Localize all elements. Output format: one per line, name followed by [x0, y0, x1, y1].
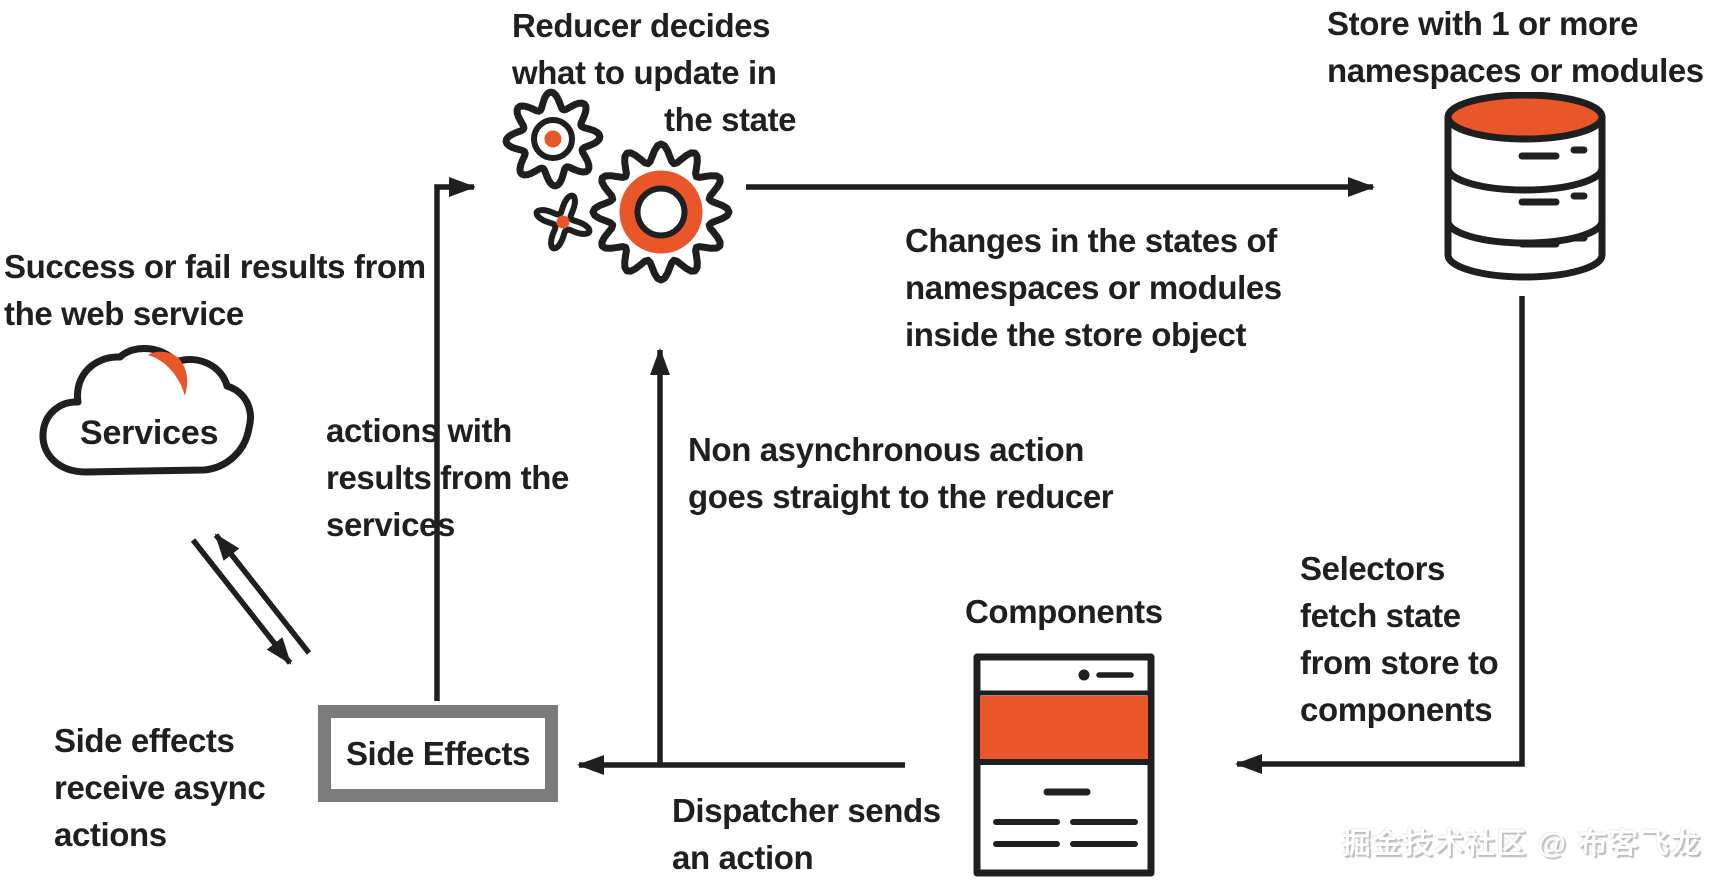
label-line: actions — [54, 816, 167, 853]
label-line: goes straight to the reducer — [688, 478, 1114, 515]
label-line: actions with — [326, 412, 512, 449]
arrow-store-to-components — [1235, 296, 1525, 774]
arrow-cloud-to-side-effects — [190, 538, 293, 665]
label-line: services — [326, 506, 455, 543]
label-line: Selectors — [1300, 550, 1445, 587]
label-line: Store with 1 or more — [1327, 5, 1639, 42]
large-gear-accent-ring — [619, 170, 703, 254]
label-line: namespaces or modules — [1327, 52, 1704, 89]
label-line: Side effects — [54, 722, 235, 759]
store-label: Store with 1 or more namespaces or module… — [1327, 0, 1704, 94]
label-line: Non asynchronous action — [688, 431, 1085, 468]
dispatcher-label: Dispatcher sends an action — [672, 787, 941, 881]
services-caption: Success or fail results from the web serv… — [4, 243, 426, 337]
label-line: Reducer decides — [512, 7, 771, 44]
store-database-icon — [1444, 92, 1606, 281]
components-window-icon — [973, 653, 1155, 877]
arrow-side-effects-to-cloud — [213, 533, 312, 655]
non-async-action-label: Non asynchronous action goes straight to … — [688, 426, 1114, 520]
arrow-side-effects-to-reducer — [434, 177, 476, 701]
label-line: the web service — [4, 295, 244, 332]
actions-with-results-label: actions with results from the services — [326, 407, 569, 548]
cloud-accent-swoosh — [148, 351, 188, 396]
label-line: what to update in — [512, 54, 777, 91]
window-accent-band — [980, 696, 1148, 760]
cloud-outline — [39, 344, 254, 476]
label-line: results from the — [326, 459, 569, 496]
side-effects-caption: Side effects receive async actions — [54, 717, 266, 858]
database-top — [1444, 92, 1606, 143]
selectors-label: Selectors fetch state from store to compone… — [1300, 545, 1499, 733]
reducer-label: Reducer decides what to update in the stat… — [512, 2, 797, 143]
window-dot — [1078, 669, 1090, 681]
components-label: Components — [965, 593, 1163, 630]
services-cloud-icon — [39, 344, 254, 476]
label-line: the state — [664, 101, 797, 138]
changes-in-states-label: Changes in the states of namespaces or mo… — [905, 217, 1282, 358]
watermark-text: 掘金技术社区 @ 布客飞龙 — [1341, 828, 1702, 860]
reducer-gears-icon — [502, 88, 733, 284]
side-effects-box: Side Effects — [318, 705, 558, 802]
label-line: Dispatcher sends — [672, 792, 941, 829]
label-line: fetch state — [1300, 597, 1461, 634]
services-cloud-label: Services — [80, 414, 219, 452]
label-line: from store to — [1300, 644, 1499, 681]
label-line: Changes in the states of — [905, 222, 1277, 259]
label-line: components — [1300, 691, 1493, 728]
label-line: inside the store object — [905, 316, 1247, 353]
label-line: namespaces or modules — [905, 269, 1282, 306]
label-line: an action — [672, 839, 814, 876]
label-line: receive async — [54, 769, 266, 806]
label-line: Success or fail results from — [4, 248, 426, 285]
